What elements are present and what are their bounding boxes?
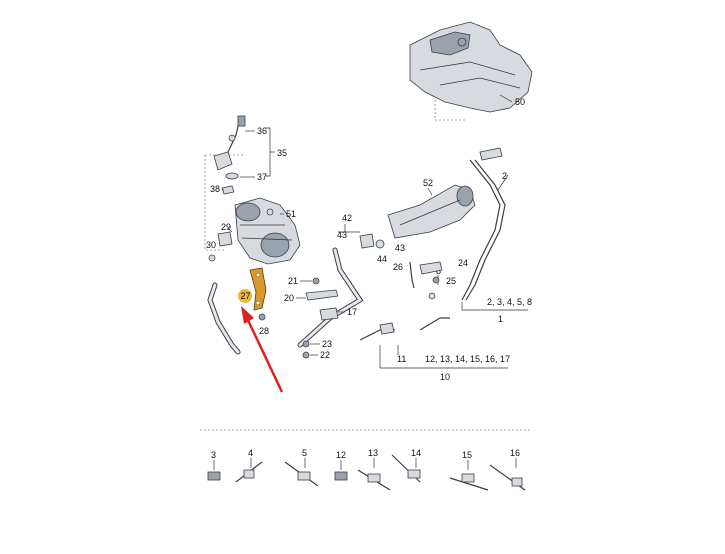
bottom-label-15: 15 [462, 450, 472, 460]
label-38: 38 [210, 184, 220, 194]
label-35: 35 [277, 148, 287, 158]
label-1: 1 [498, 314, 503, 324]
highlight-badge-27 [238, 289, 252, 303]
label-17: 17 [347, 307, 357, 317]
label-43a: 43 [337, 230, 347, 240]
label-27: 27 [241, 291, 251, 301]
label-43b: 43 [395, 243, 405, 253]
label-28: 28 [259, 326, 269, 336]
label-10: 10 [440, 372, 450, 382]
particulate-filter [234, 197, 301, 265]
bottom-row-parts: 3 4 5 12 13 14 15 16 [207, 448, 526, 491]
label-1216: 12, 13, 14, 15, 16, 17 [425, 354, 510, 364]
label-11: 11 [397, 354, 406, 364]
bottom-label-12: 12 [336, 450, 346, 460]
bottom-label-3: 3 [211, 450, 216, 460]
fuel-tank [409, 21, 533, 113]
rear-silencer [387, 184, 476, 239]
bottom-label-14: 14 [411, 448, 421, 458]
bottom-label-5: 5 [302, 448, 307, 458]
bottom-label-16: 16 [510, 448, 520, 458]
label-50: 50 [515, 97, 525, 107]
label-22: 22 [320, 350, 330, 360]
bottom-label-4: 4 [248, 448, 253, 458]
label-44: 44 [377, 254, 387, 264]
label-23: 23 [322, 339, 332, 349]
label-26: 26 [393, 262, 403, 272]
highlighted-bracket-27 [249, 267, 267, 311]
pointer-arrow [241, 306, 284, 393]
label-42: 42 [342, 213, 352, 223]
label-25: 25 [446, 276, 456, 286]
label-51: 51 [286, 209, 296, 219]
label-37: 37 [257, 172, 267, 182]
label-29: 29 [221, 222, 231, 232]
label-21: 21 [288, 276, 298, 286]
label-52: 52 [423, 178, 433, 188]
bottom-label-13: 13 [368, 448, 378, 458]
label-36: 36 [257, 126, 267, 136]
label-2: 2 [502, 171, 507, 181]
label-2358: 2, 3, 4, 5, 8 [487, 297, 532, 307]
label-24: 24 [458, 258, 468, 268]
sensor-assembly [213, 115, 246, 195]
label-20: 20 [284, 293, 294, 303]
label-30: 30 [206, 240, 216, 250]
